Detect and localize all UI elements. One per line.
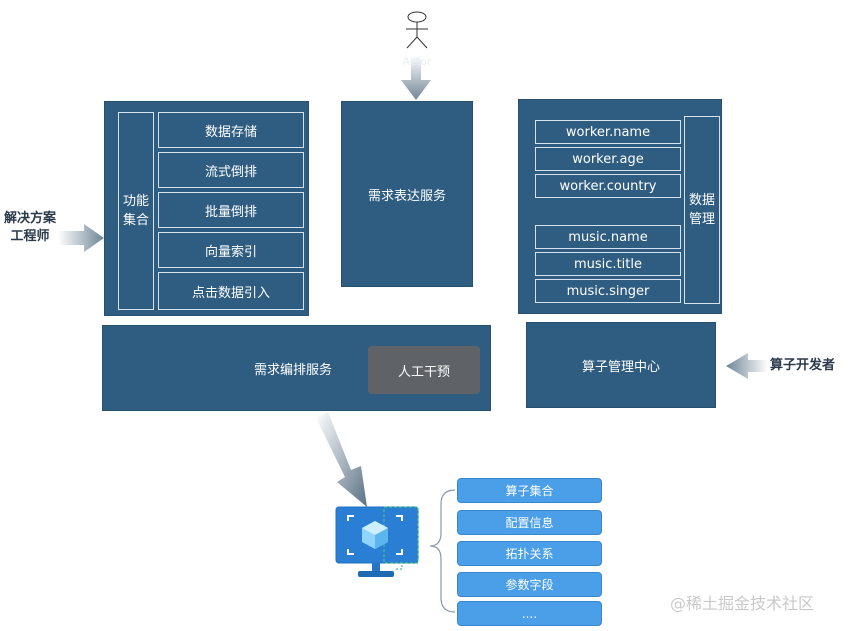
- actor-arrow: [401, 55, 431, 100]
- music-field[interactable]: music.name: [535, 225, 681, 249]
- engineer-arrow: [58, 224, 104, 252]
- functions-side-panel: 功能 集合: [118, 112, 154, 310]
- manual-intervention-button[interactable]: 人工干预: [368, 346, 480, 394]
- operator-center-label: 算子管理中心: [581, 359, 660, 375]
- worker-field[interactable]: worker.name: [535, 120, 681, 144]
- list-bracket: [429, 489, 456, 613]
- computer-icon: [334, 505, 424, 585]
- orchestration-label: 需求编排服务: [253, 362, 332, 378]
- output-list-item[interactable]: 参数字段: [457, 572, 602, 597]
- output-list-item[interactable]: 拓扑关系: [457, 541, 602, 566]
- function-item[interactable]: 点击数据引入: [158, 272, 304, 310]
- orchestration-box[interactable]: 需求编排服务 人工干预: [102, 325, 491, 411]
- output-list-item[interactable]: 配置信息: [457, 510, 602, 535]
- function-item[interactable]: 向量索引: [158, 232, 304, 268]
- data-management-box: worker.name worker.age worker.country mu…: [518, 99, 722, 314]
- operator-developer-label: 算子开发者: [770, 358, 836, 373]
- actor-icon: [406, 11, 428, 49]
- worker-field[interactable]: worker.country: [535, 174, 681, 198]
- actor: Actor: [396, 6, 438, 68]
- requirement-expression-label: 需求表达服务: [367, 188, 446, 204]
- functions-box: 功能 集合 数据存储 流式倒排 批量倒排 向量索引 点击数据引入: [104, 101, 309, 316]
- function-item[interactable]: 批量倒排: [158, 192, 304, 228]
- solution-engineer-label: 解决方案 工程师: [3, 211, 56, 244]
- operator-center-box[interactable]: 算子管理中心: [526, 322, 716, 408]
- output-list-item[interactable]: 算子集合: [457, 478, 602, 503]
- data-management-side-panel: 数据 管理: [684, 116, 720, 304]
- music-field[interactable]: music.title: [535, 252, 681, 276]
- developer-arrow: [726, 353, 768, 379]
- requirement-expression-box[interactable]: 需求表达服务: [341, 101, 473, 287]
- function-item[interactable]: 流式倒排: [158, 152, 304, 188]
- orchestration-arrow: [316, 412, 367, 507]
- music-field[interactable]: music.singer: [535, 279, 681, 303]
- output-list-item[interactable]: ....: [457, 601, 602, 626]
- function-item[interactable]: 数据存储: [158, 112, 304, 148]
- data-management-side-label: 数据 管理: [688, 193, 715, 227]
- worker-field[interactable]: worker.age: [535, 147, 681, 171]
- functions-side-label: 功能 集合: [122, 194, 149, 228]
- watermark: @稀土掘金技术社区: [670, 594, 815, 613]
- actor-label: Actor: [402, 55, 432, 68]
